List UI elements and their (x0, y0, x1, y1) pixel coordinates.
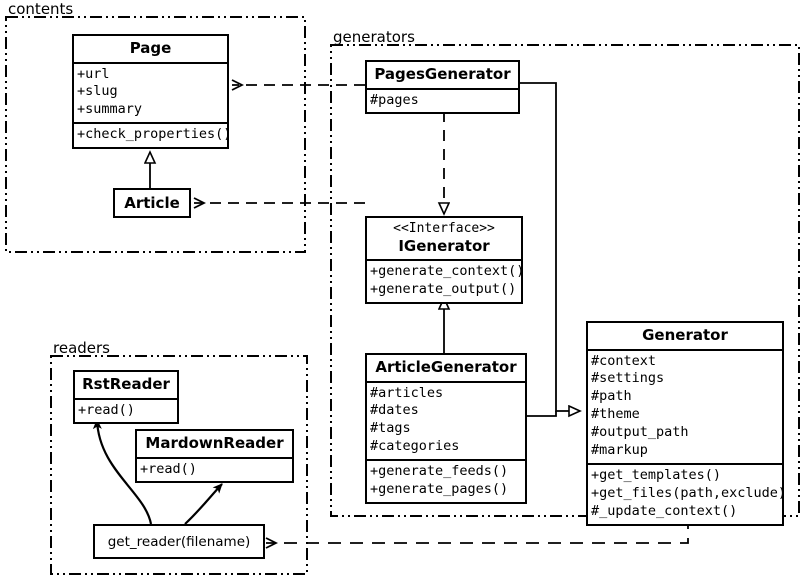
method-row: #_update_context() (591, 503, 738, 520)
attribute-row: #pages (370, 91, 419, 108)
package-label-generators: generators (333, 28, 415, 46)
attribute-row: #settings (591, 370, 665, 387)
class-attributes-page: +url +slug +summary (74, 61, 227, 123)
class-name-rstreader: RstReader (82, 375, 170, 393)
class-name-page: Page (129, 39, 172, 57)
class-box-rstreader[interactable]: RstReader +read() (73, 370, 179, 425)
class-box-pagesgenerator[interactable]: PagesGenerator #pages (365, 60, 520, 115)
class-name-generator: Generator (642, 326, 728, 344)
attribute-row: #markup (591, 442, 648, 459)
class-methods-generator: +get_templates() +get_files(path,exclude… (588, 463, 787, 524)
class-attributes-generator: #context #settings #path #theme #output_… (588, 348, 782, 464)
method-row: +get_templates() (591, 467, 722, 484)
method-row: +read() (140, 460, 197, 477)
class-attributes-pagesgenerator: #pages (367, 87, 518, 113)
class-name-pagesgenerator: PagesGenerator (374, 65, 511, 83)
method-row: +get_files(path,exclude) (591, 485, 787, 502)
method-row: +generate_output() (370, 281, 517, 298)
class-name-articlegenerator: ArticleGenerator (375, 358, 517, 376)
class-methods-articlegenerator: +generate_feeds() +generate_pages() (367, 459, 525, 502)
generalization-pagesgenerator-generator (520, 82, 580, 411)
class-methods-rstreader: +read() (75, 397, 177, 423)
association-getreader-mardownreader (184, 483, 223, 525)
method-row: +generate_feeds() (370, 463, 509, 480)
method-row: +generate_context() (370, 263, 525, 280)
attribute-row: #theme (591, 406, 640, 423)
package-label-readers: readers (53, 339, 110, 357)
attribute-row: #articles (370, 384, 444, 401)
attribute-row: #context (591, 352, 657, 369)
function-label: get_reader(filename) (107, 533, 251, 550)
class-box-articlegenerator[interactable]: ArticleGenerator #articles #dates #tags … (365, 353, 527, 505)
class-box-generator[interactable]: Generator #context #settings #path #them… (586, 321, 787, 527)
class-attributes-articlegenerator: #articles #dates #tags #categories (367, 380, 525, 460)
class-box-page[interactable]: Page +url +slug +summary +check_properti… (72, 34, 232, 150)
attribute-row: +summary (77, 101, 143, 118)
class-methods-page: +check_properties() (74, 122, 232, 147)
class-name-article: Article (124, 193, 180, 212)
package-label-contents: contents (8, 0, 74, 18)
stereotype-interface: <<Interface>> (393, 221, 495, 236)
attribute-row: +url (77, 65, 110, 82)
generalization-articlegenerator-generator (527, 411, 557, 417)
class-methods-mardownreader: +read() (137, 456, 292, 482)
attribute-row: #output_path (591, 424, 689, 441)
class-box-mardownreader[interactable]: MardownReader +read() (135, 429, 294, 484)
attribute-row: +slug (77, 83, 118, 100)
class-name-mardownreader: MardownReader (145, 434, 284, 452)
method-row: +check_properties() (77, 126, 232, 143)
attribute-row: #categories (370, 438, 460, 455)
method-row: +generate_pages() (370, 481, 509, 498)
attribute-row: #path (591, 388, 632, 405)
class-box-article[interactable]: Article (113, 188, 191, 218)
attribute-row: #tags (370, 420, 411, 437)
function-box-get-reader[interactable]: get_reader(filename) (93, 524, 265, 559)
attribute-row: #dates (370, 402, 419, 419)
class-methods-igenerator: +generate_context() +generate_output() (367, 259, 525, 302)
class-box-igenerator[interactable]: <<Interface>> IGenerator +generate_conte… (365, 216, 525, 305)
class-name-igenerator: <<Interface>> IGenerator (367, 218, 521, 259)
interface-name: IGenerator (398, 236, 490, 255)
method-row: +read() (78, 401, 135, 418)
